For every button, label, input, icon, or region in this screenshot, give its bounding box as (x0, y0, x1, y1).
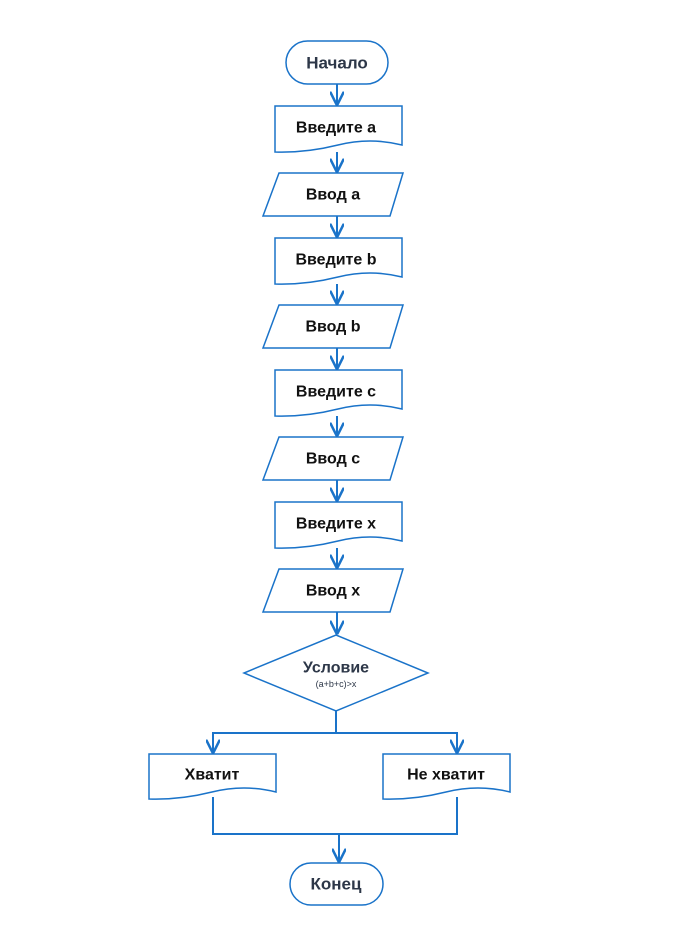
connectors (213, 84, 457, 861)
step-document-enter-c: Введите c (274, 369, 403, 417)
step-document-enter-x: Введите x (274, 501, 403, 549)
branch-left-label: Хватит (185, 767, 240, 784)
start-label: Начало (306, 54, 368, 73)
branch-document-not-enough: Не хватит (382, 753, 511, 800)
step-label: Введите a (296, 120, 376, 137)
step-document-enter-a: Введите a (274, 105, 403, 153)
end-label: Конец (311, 875, 362, 894)
step-io-input-b: Ввод b (261, 304, 405, 349)
step-io-input-a: Ввод a (261, 172, 405, 217)
step-io-input-x: Ввод x (261, 568, 405, 613)
step-label: Введите c (296, 384, 376, 401)
start-terminal: Начало (285, 40, 389, 85)
step-label: Ввод a (306, 187, 360, 204)
branch-right-label: Не хватит (407, 767, 485, 784)
decision-diamond: Условие (a+b+c)>x (242, 634, 430, 712)
step-io-input-c: Ввод c (261, 436, 405, 481)
arrow-decision-to-right-branch (336, 732, 457, 752)
step-label: Введите x (296, 516, 376, 533)
step-label: Введите b (295, 252, 376, 269)
connector-right-branch-merge (339, 797, 458, 835)
decision-expression: (a+b+c)>x (316, 679, 357, 689)
decision-title: Условие (303, 660, 369, 677)
branch-document-enough: Хватит (148, 753, 277, 800)
connector-left-branch-merge (212, 797, 339, 835)
arrow-decision-to-left-branch (213, 711, 337, 752)
step-label: Ввод c (306, 451, 360, 468)
step-label: Ввод x (306, 583, 360, 600)
end-terminal: Конец (289, 862, 384, 906)
step-document-enter-b: Введите b (274, 237, 403, 285)
step-label: Ввод b (305, 319, 360, 336)
